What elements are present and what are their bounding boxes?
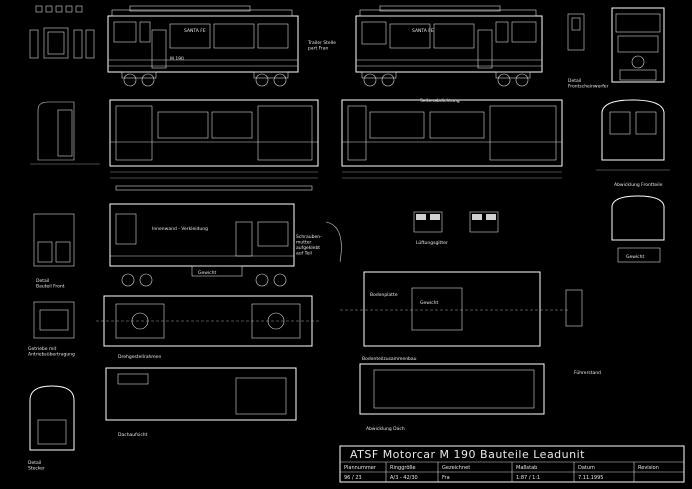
lueftungsgitter-label: Lüftungsgitter (416, 240, 448, 246)
innenwand-label: Innenwand - Verkleidung (152, 226, 208, 232)
front-profile-right (596, 99, 670, 171)
seitenlage-label: Seitenabdichtung (420, 98, 460, 104)
header-plannummer: Plannummer (344, 465, 377, 471)
value-gezeichnet: Fra (442, 475, 450, 481)
lueftungsgitter-detail (413, 211, 499, 233)
title-text: ATSF Motorcar M 190 Bauteile Leadunit (350, 448, 585, 461)
dachaufsicht-label: Dachaufsicht (118, 432, 148, 438)
front-section-right (611, 195, 665, 263)
m190-label: M 190 (170, 56, 184, 62)
body-plan-right (341, 99, 563, 179)
bodenplatte-label: Bodenplatte (370, 292, 398, 298)
bauteil-front-detail (33, 213, 75, 267)
dachaufsicht-plan (105, 367, 297, 421)
gewicht-label-3: Gewicht (420, 300, 439, 306)
side-profile-left (30, 101, 100, 165)
stecker-detail (29, 385, 75, 451)
santa-fe-label-left: SANTA FE (184, 28, 206, 34)
gewicht-label-1: Gewicht (198, 270, 217, 276)
header-datum: Datum (578, 465, 595, 471)
drehgestell-label: Drehgestellrahmen (118, 354, 161, 360)
abwicklung-front-label: Abwicklung Frontteile (614, 182, 663, 188)
value-plannummer: 96 / 23 (344, 475, 362, 481)
header-ringgroesse: Ringgröße (390, 465, 416, 471)
value-datum: 7.11.1995 (578, 475, 603, 481)
body-plan-left (109, 99, 319, 191)
drehgestell-plan (96, 295, 320, 347)
interior-section (109, 203, 342, 287)
bodenplatte-plan (340, 271, 583, 347)
front-view-top (567, 7, 665, 83)
gewicht-label-2: Gewicht (626, 254, 645, 260)
abwicklung-dach-plan (359, 363, 545, 415)
santa-fe-label-right: SANTA FE (412, 28, 434, 34)
value-ringgroesse: A/3 - 42/30 (390, 475, 418, 481)
getriebe-detail (33, 301, 75, 339)
title-block (339, 445, 685, 483)
header-gezeichnet: Gezeichnet (442, 465, 470, 471)
header-revision: Revision (638, 465, 659, 471)
detail-boxes-topleft (29, 5, 95, 59)
aufbau-label: Bodenteilzusammenbau (362, 356, 417, 362)
side-elevation-left (107, 5, 299, 87)
header-massstab: Maßstab (516, 465, 537, 471)
fuehrerstand-label: Führerstand (574, 370, 601, 376)
side-elevation-right (355, 5, 543, 87)
value-massstab: 1:87 / 1:1 (516, 475, 540, 481)
abwicklung-dach-label: Abwicklung Dach (366, 426, 405, 432)
